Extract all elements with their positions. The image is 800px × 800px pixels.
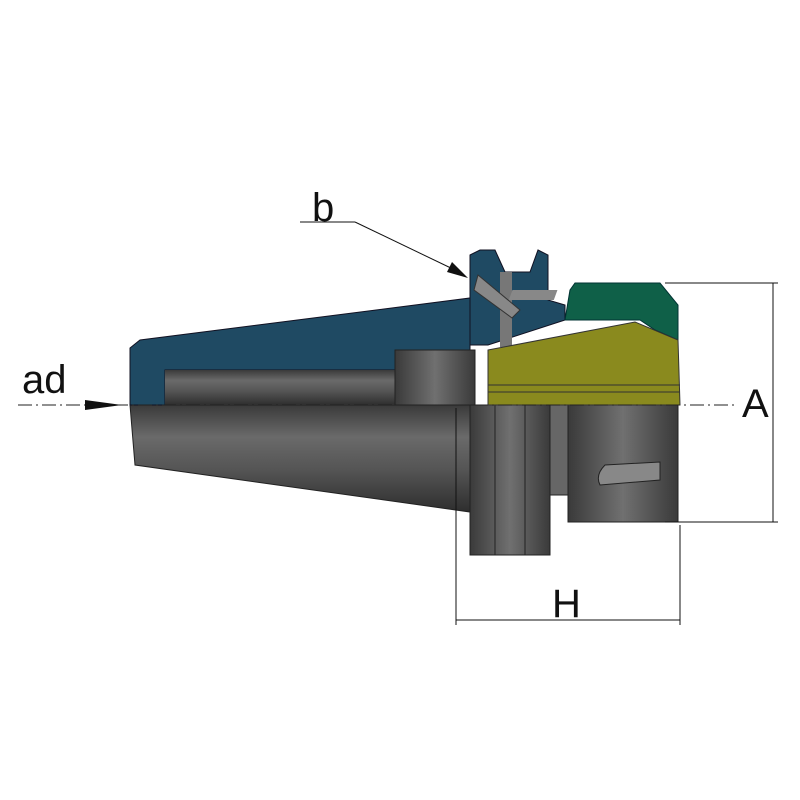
- label-H: H: [552, 582, 581, 626]
- bore: [165, 370, 395, 405]
- label-b: b: [312, 186, 335, 230]
- collet-section: [487, 321, 681, 406]
- flange-lower: [469, 404, 551, 556]
- nut-lower: [567, 404, 679, 523]
- b-arrow: [447, 262, 468, 278]
- label-A: A: [742, 382, 769, 426]
- label-ad: ad: [22, 358, 67, 402]
- ad-arrow: [85, 400, 122, 410]
- taper-lower: [129, 404, 471, 513]
